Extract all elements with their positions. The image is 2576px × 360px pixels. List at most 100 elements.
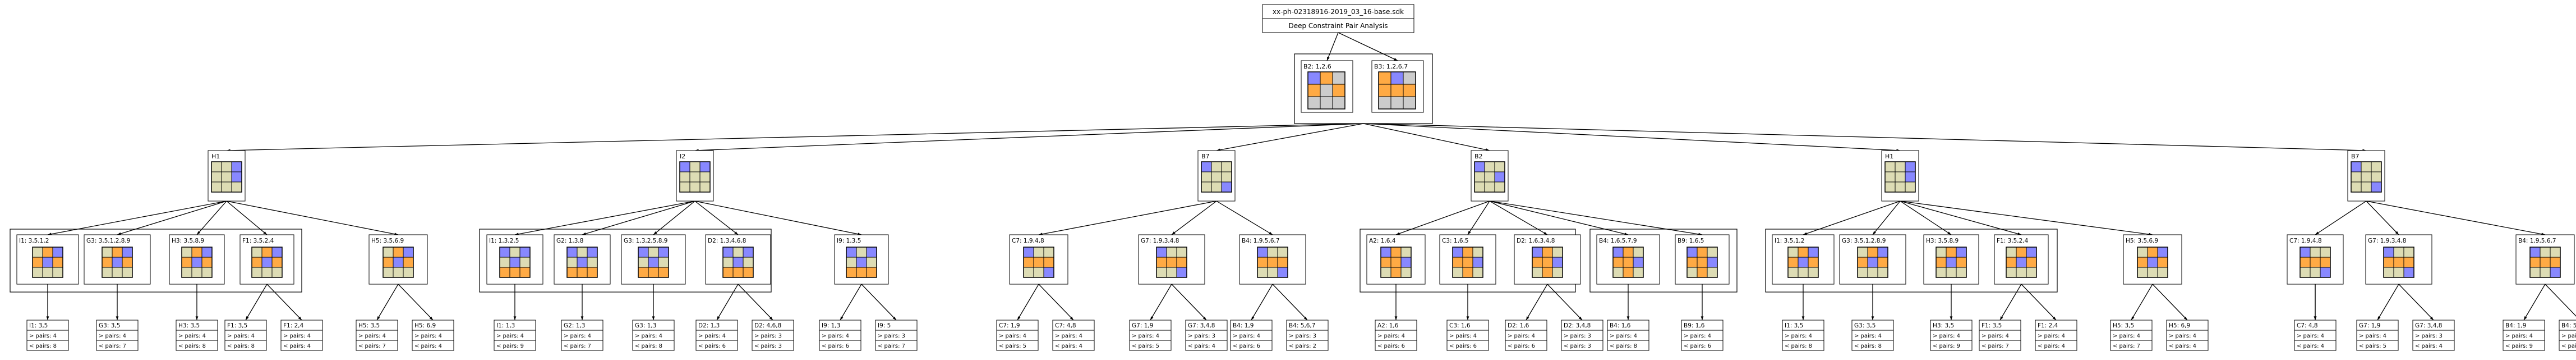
grid-cell xyxy=(1267,257,1278,268)
grid-cell xyxy=(1400,267,1412,278)
level1-node-label: B7 xyxy=(2351,153,2360,160)
grid-cell xyxy=(1332,84,1345,97)
grid-cell xyxy=(1552,247,1563,258)
level3-more-pairs: > pairs: 4 xyxy=(496,333,524,339)
grid-cell xyxy=(2540,257,2551,268)
grid-border xyxy=(1532,247,1563,278)
level3-fewer-pairs: < pairs: 9 xyxy=(1933,343,1960,349)
level3-fewer-pairs: < pairs: 5 xyxy=(999,343,1026,349)
edge-arrowhead xyxy=(1394,316,1398,320)
edge-line xyxy=(738,284,773,321)
grid-cell xyxy=(1033,257,1044,268)
edge-line xyxy=(398,284,434,321)
grid-cell xyxy=(1403,71,1416,85)
pair-node-label: B2: 1,2,6 xyxy=(1303,63,1331,70)
grid-cell xyxy=(1884,171,1896,183)
grid-cell xyxy=(122,257,133,268)
level1-node-label: B7 xyxy=(1201,153,1210,160)
grid-cell xyxy=(181,257,192,268)
grid-cell xyxy=(102,247,113,258)
grid-cell xyxy=(42,247,53,258)
edge-line xyxy=(376,284,399,321)
edge-line xyxy=(47,200,227,235)
grid-cell xyxy=(1176,267,1187,278)
level2-cluster-box xyxy=(479,229,772,293)
grid-cell xyxy=(52,267,63,278)
edge-arrowhead xyxy=(1150,316,1154,320)
edge-line xyxy=(1017,284,1039,321)
grid-cell xyxy=(499,257,510,268)
grid-cell xyxy=(1211,181,1222,193)
grid-cell xyxy=(1380,267,1391,278)
level3-more-pairs: > pairs: 4 xyxy=(1933,333,1960,339)
level3-node: F1: 2,4> pairs: 4< pairs: 4 xyxy=(2035,320,2077,351)
level3-fewer-pairs: < pairs: 8 xyxy=(29,343,57,349)
level3-node: G7: 3,4,8> pairs: 3< pairs: 4 xyxy=(1185,320,1228,351)
grid-border xyxy=(846,247,877,278)
grid-cell xyxy=(1936,247,1947,258)
level2-node-label: B4: 1,6,5,7,9 xyxy=(1599,238,1637,244)
level3-node-label: G7: 1,9 xyxy=(2359,322,2380,329)
grid-cell xyxy=(181,247,192,258)
level3-node: H5: 3,5> pairs: 4< pairs: 7 xyxy=(356,320,398,351)
level3-node-label: H3: 3,5 xyxy=(1933,322,1954,329)
grid-cell xyxy=(1474,171,1485,183)
grid-cell xyxy=(1320,84,1333,97)
grid-cell xyxy=(383,257,394,268)
grid-border xyxy=(1787,247,1819,278)
candidate-grid xyxy=(1257,247,1288,278)
grid-cell xyxy=(1542,267,1553,278)
level3-more-pairs: > pairs: 4 xyxy=(2297,333,2324,339)
grid-cell xyxy=(2393,257,2404,268)
level3-more-pairs: > pairs: 4 xyxy=(1233,333,1260,339)
edge-arrowhead xyxy=(2183,316,2187,320)
grid-cell xyxy=(1221,181,1232,193)
edge-line xyxy=(2545,284,2576,317)
edge-arrowhead xyxy=(377,316,380,320)
candidate-grid xyxy=(2529,247,2561,278)
grid-cell xyxy=(1884,161,1896,172)
grid-cell xyxy=(1043,257,1054,268)
edge-line xyxy=(226,123,1364,151)
grid-cell xyxy=(1542,257,1553,268)
level3-more-pairs: > pairs: 4 xyxy=(178,333,206,339)
edge-arrowhead xyxy=(2395,231,2399,235)
grid-cell xyxy=(1380,247,1391,258)
level3-fewer-pairs: < pairs: 7 xyxy=(1981,343,2009,349)
level2-node: H3: 3,5,8,9 xyxy=(169,234,225,285)
level3-node-label: F1: 3,5 xyxy=(1981,322,2002,329)
level2-node-label: F1: 3,5,2,4 xyxy=(1997,238,2029,244)
grid-cell xyxy=(2006,257,2017,268)
level3-node: B9: 1,6> pairs: 4< pairs: 6 xyxy=(1681,320,1724,351)
level3-node: C7: 1,9> pairs: 4< pairs: 5 xyxy=(996,320,1039,351)
candidate-grid xyxy=(1884,161,1916,193)
level2-node-label: H5: 3,5,6,9 xyxy=(371,238,404,244)
grid-border xyxy=(722,247,754,278)
grid-cell xyxy=(1390,257,1402,268)
grid-cell xyxy=(1857,247,1868,258)
grid-cell xyxy=(638,257,649,268)
edge-line xyxy=(653,200,695,235)
level3-more-pairs: > pairs: 3 xyxy=(2561,333,2576,339)
grid-cell xyxy=(2016,247,2027,258)
edge-arrowhead xyxy=(429,316,433,320)
grid-cell xyxy=(679,171,690,183)
grid-cell xyxy=(1877,257,1888,268)
edge-line xyxy=(1216,123,1364,151)
grid-cell xyxy=(2026,247,2037,258)
grid-cell xyxy=(2351,171,2362,183)
level2-node-label: C3: 1,6,5 xyxy=(1442,238,1469,244)
edge-line xyxy=(2377,284,2399,321)
edge-arrowhead xyxy=(1801,316,1805,320)
grid-cell xyxy=(1390,267,1402,278)
level3-node-label: B4: 5,6,7 xyxy=(1289,322,1315,329)
edge-arrowhead xyxy=(1626,316,1630,320)
level2-node-label: G7: 1,9,3,4,8 xyxy=(2368,238,2406,244)
grid-cell xyxy=(2529,247,2541,258)
grid-border xyxy=(2351,161,2382,193)
edge-arrowhead xyxy=(2052,316,2056,320)
grid-cell xyxy=(1697,257,1708,268)
level3-node-label: H5: 3,5 xyxy=(358,322,380,329)
grid-cell xyxy=(1277,247,1288,258)
grid-cell xyxy=(1320,96,1333,110)
